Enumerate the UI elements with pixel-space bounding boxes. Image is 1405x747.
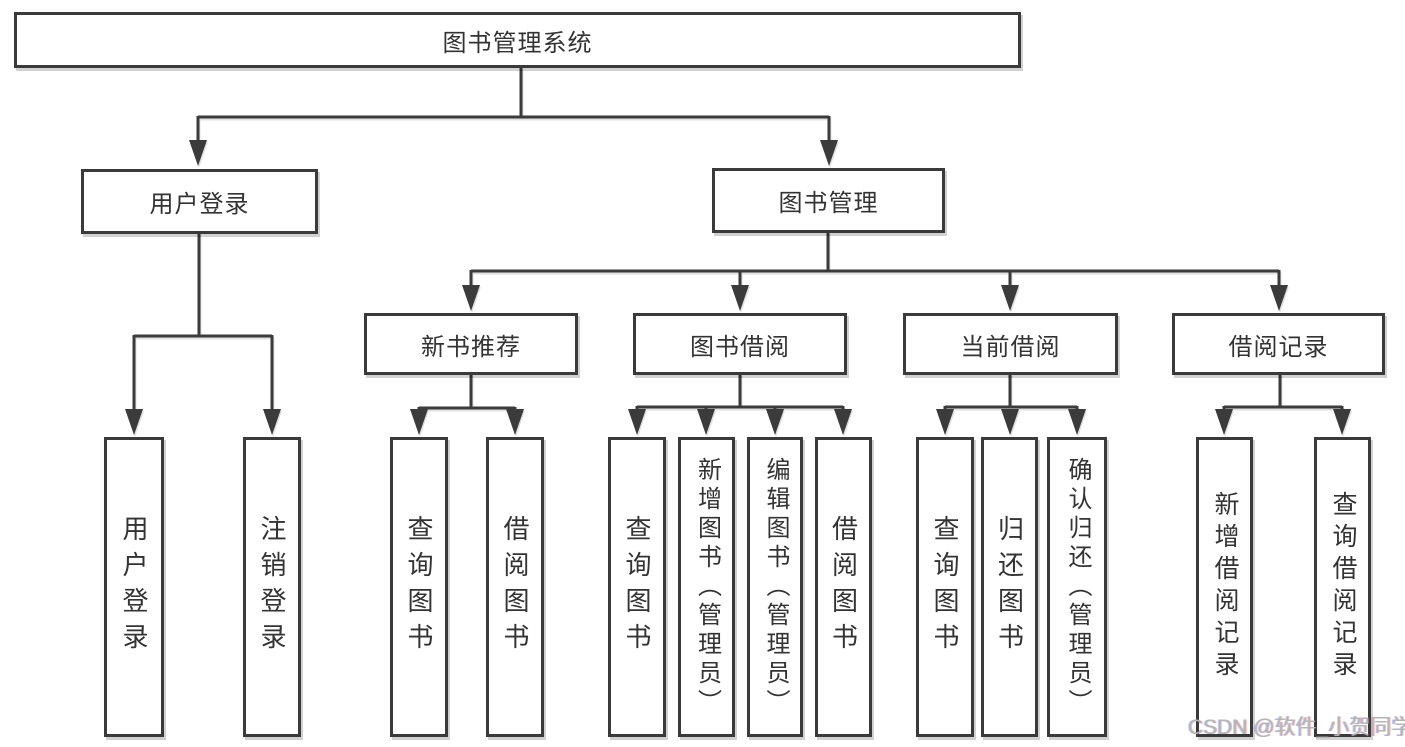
leaf-user-login: 用户登录 <box>104 437 164 737</box>
node-label: 确认归还（管理员） <box>1064 456 1091 718</box>
node-label: 归还图书 <box>994 515 1025 659</box>
csdn-watermark: CSDN @软件_小贺同学 <box>1188 716 1405 739</box>
node-label: 新增借阅记录 <box>1211 491 1239 683</box>
node-label: 新书推荐 <box>421 333 521 361</box>
leaf-query-borrow-record: 查询借阅记录 <box>1314 437 1371 737</box>
leaf-borrow-books-2: 借阅图书 <box>815 437 872 737</box>
node-current-borrowing: 当前借阅 <box>903 313 1118 375</box>
node-label: 查询图书 <box>404 515 434 659</box>
node-book-borrowing: 图书借阅 <box>633 313 847 375</box>
node-label: 图书管理 <box>778 190 879 217</box>
leaf-edit-books-admin: 编辑图书（管理员） <box>747 437 803 737</box>
leaf-logout: 注销登录 <box>243 437 301 737</box>
leaf-add-books-admin: 新增图书（管理员） <box>678 437 735 737</box>
leaf-query-books-3: 查询图书 <box>916 437 974 737</box>
node-label: 编辑图书（管理员） <box>762 456 789 718</box>
leaf-confirm-return-admin: 确认归还（管理员） <box>1047 437 1107 737</box>
node-label: 用户登录 <box>119 515 149 659</box>
node-label: 查询借阅记录 <box>1329 491 1357 683</box>
leaf-query-books-1: 查询图书 <box>390 437 448 737</box>
node-new-book-recommendation: 新书推荐 <box>364 313 578 375</box>
node-label: 图书借阅 <box>690 333 790 361</box>
node-label: 借阅图书 <box>500 515 530 659</box>
node-label: 查询图书 <box>622 515 652 659</box>
leaf-query-books-2: 查询图书 <box>608 437 666 737</box>
node-book-management: 图书管理 <box>712 168 945 233</box>
node-label: 借阅记录 <box>1228 333 1329 361</box>
node-label: 查询图书 <box>930 515 960 659</box>
leaf-add-borrow-record: 新增借阅记录 <box>1196 437 1253 737</box>
node-label: 用户登录 <box>149 191 250 218</box>
node-user-login: 用户登录 <box>81 169 318 234</box>
leaf-return-books: 归还图书 <box>981 437 1038 737</box>
leaf-borrow-books-1: 借阅图书 <box>486 437 544 737</box>
node-label: 注销登录 <box>257 515 287 659</box>
node-library-system: 图书管理系统 <box>14 12 1021 68</box>
node-label: 当前借阅 <box>960 333 1061 361</box>
node-label: 图书管理系统 <box>442 29 593 57</box>
node-label: 借阅图书 <box>828 515 859 659</box>
node-borrowing-records: 借阅记录 <box>1172 313 1385 375</box>
node-label: 新增图书（管理员） <box>693 456 721 718</box>
